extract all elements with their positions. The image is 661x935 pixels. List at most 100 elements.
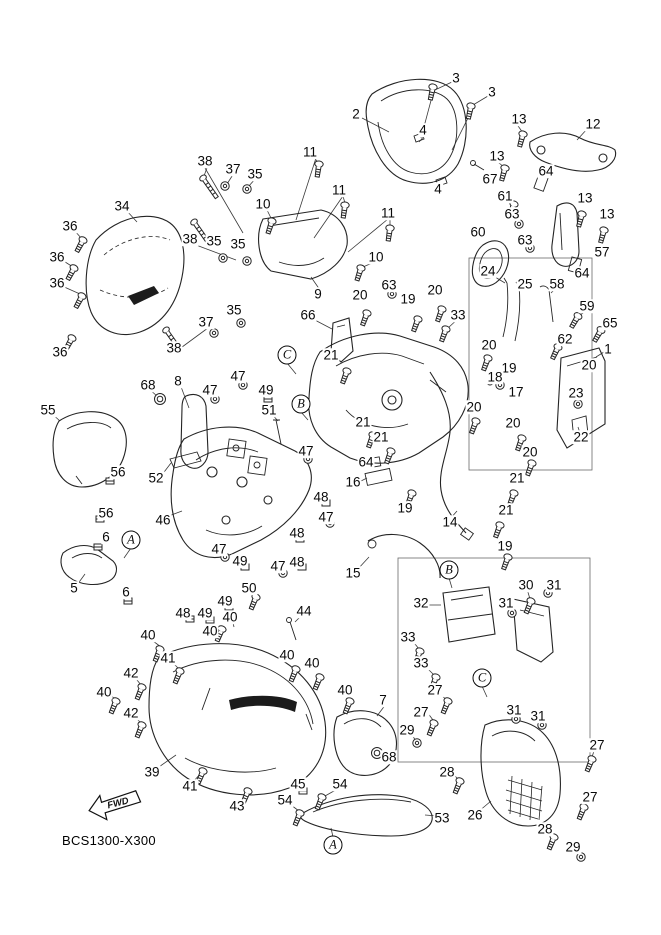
part-number-label-21: 21 (508, 470, 526, 486)
part-number-label-25: 25 (516, 276, 534, 292)
diagram-code: BCS1300-X300 (62, 833, 156, 848)
part-number-label-60: 60 (469, 224, 487, 240)
part-number-label-63: 63 (503, 206, 521, 222)
part-number-label-26: 26 (466, 807, 484, 823)
part-51-pin (273, 419, 282, 445)
part-number-label-64: 64 (573, 265, 591, 281)
part-number-label-21: 21 (354, 414, 372, 430)
part-number-label-19: 19 (399, 291, 417, 307)
fwd-arrow-label: FWD (106, 795, 130, 811)
part-7-side-cover (333, 710, 398, 776)
part-number-label-29: 29 (398, 722, 416, 738)
part-number-label-52: 52 (147, 470, 165, 486)
part-number-label-29: 29 (564, 839, 582, 855)
part-number-label-31: 31 (529, 708, 547, 724)
part-66-bracket (330, 317, 354, 363)
part-number-label-2: 2 (351, 106, 361, 122)
part-number-label-6: 6 (101, 529, 111, 545)
part-number-label-38: 38 (196, 153, 214, 169)
part-number-label-49: 49 (216, 593, 234, 609)
part-number-label-42: 42 (122, 705, 140, 721)
part-number-label-7: 7 (378, 692, 388, 708)
part-number-label-59: 59 (578, 298, 596, 314)
part-number-label-13: 13 (488, 148, 506, 164)
part-number-label-20: 20 (465, 399, 483, 415)
part-67-fitting (470, 160, 485, 171)
view-marker-a: A (323, 835, 343, 855)
part-number-label-24: 24 (479, 263, 497, 279)
part-number-label-47: 47 (201, 382, 219, 398)
part-number-label-23: 23 (567, 385, 585, 401)
part-number-label-31: 31 (545, 577, 563, 593)
part-number-label-64: 64 (537, 163, 555, 179)
part-number-label-51: 51 (260, 402, 278, 418)
view-marker-b: B (439, 560, 459, 580)
part-number-label-47: 47 (229, 368, 247, 384)
part-57-strip (551, 202, 580, 267)
part-46-inner-panel (170, 426, 312, 558)
view-marker-c: C (277, 345, 297, 365)
part-number-label-48: 48 (174, 605, 192, 621)
part-8-stay (180, 393, 209, 469)
part-number-label-27: 27 (581, 789, 599, 805)
part-number-label-37: 37 (224, 161, 242, 177)
part-number-label-50: 50 (240, 580, 258, 596)
part-number-label-22: 22 (572, 429, 590, 445)
part-number-label-20: 20 (521, 444, 539, 460)
part-number-label-19: 19 (496, 538, 514, 554)
part-number-label-6: 6 (121, 584, 131, 600)
part-number-label-36: 36 (51, 344, 69, 360)
part-number-label-31: 31 (497, 595, 515, 611)
part-number-label-45: 45 (289, 776, 307, 792)
view-marker-a: A (121, 530, 141, 550)
part-number-label-41: 41 (181, 778, 199, 794)
part-number-label-11: 11 (379, 205, 397, 221)
part-number-label-47: 47 (317, 509, 335, 525)
part-number-label-61: 61 (496, 188, 514, 204)
part-number-label-11: 11 (301, 144, 319, 160)
part-number-label-5: 5 (69, 580, 79, 596)
view-marker-b: B (291, 394, 311, 414)
part-number-label-21: 21 (322, 347, 340, 363)
part-24-25-stays (502, 277, 554, 342)
part-34-panel (85, 215, 185, 336)
part-number-label-33: 33 (399, 629, 417, 645)
part-number-label-63: 63 (380, 277, 398, 293)
part-number-label-57: 57 (593, 244, 611, 260)
part-53-lower-molding (300, 794, 433, 837)
part-number-label-58: 58 (548, 276, 566, 292)
part-number-label-42: 42 (122, 665, 140, 681)
part-number-label-33: 33 (412, 655, 430, 671)
part-number-label-21: 21 (372, 429, 390, 445)
part-number-label-63: 63 (516, 232, 534, 248)
part-number-label-40: 40 (201, 623, 219, 639)
part-number-label-27: 27 (412, 704, 430, 720)
part-number-label-3: 3 (451, 70, 461, 86)
part-15-cable (367, 533, 441, 579)
part-number-label-47: 47 (297, 443, 315, 459)
part-5-bracket (60, 544, 118, 586)
part-number-label-48: 48 (312, 489, 330, 505)
part-number-label-36: 36 (48, 249, 66, 265)
part-number-label-35: 35 (225, 302, 243, 318)
part-number-label-65: 65 (601, 315, 619, 331)
part-number-label-13: 13 (510, 111, 528, 127)
part-number-label-1: 1 (603, 341, 613, 357)
view-marker-c: C (472, 668, 492, 688)
part-number-label-27: 27 (426, 682, 444, 698)
part-12-bracket (529, 132, 617, 172)
part-number-label-8: 8 (173, 373, 183, 389)
part-number-label-43: 43 (228, 798, 246, 814)
part-number-label-35: 35 (229, 236, 247, 252)
part-30-31-bracket (512, 598, 554, 663)
part-number-label-47: 47 (269, 558, 287, 574)
part-number-label-47: 47 (210, 541, 228, 557)
part-number-label-40: 40 (221, 609, 239, 625)
part-number-label-10: 10 (367, 249, 385, 265)
part-16-clamp (364, 467, 393, 486)
part-number-label-4: 4 (418, 122, 428, 138)
part-number-label-20: 20 (580, 357, 598, 373)
part-number-label-15: 15 (344, 565, 362, 581)
